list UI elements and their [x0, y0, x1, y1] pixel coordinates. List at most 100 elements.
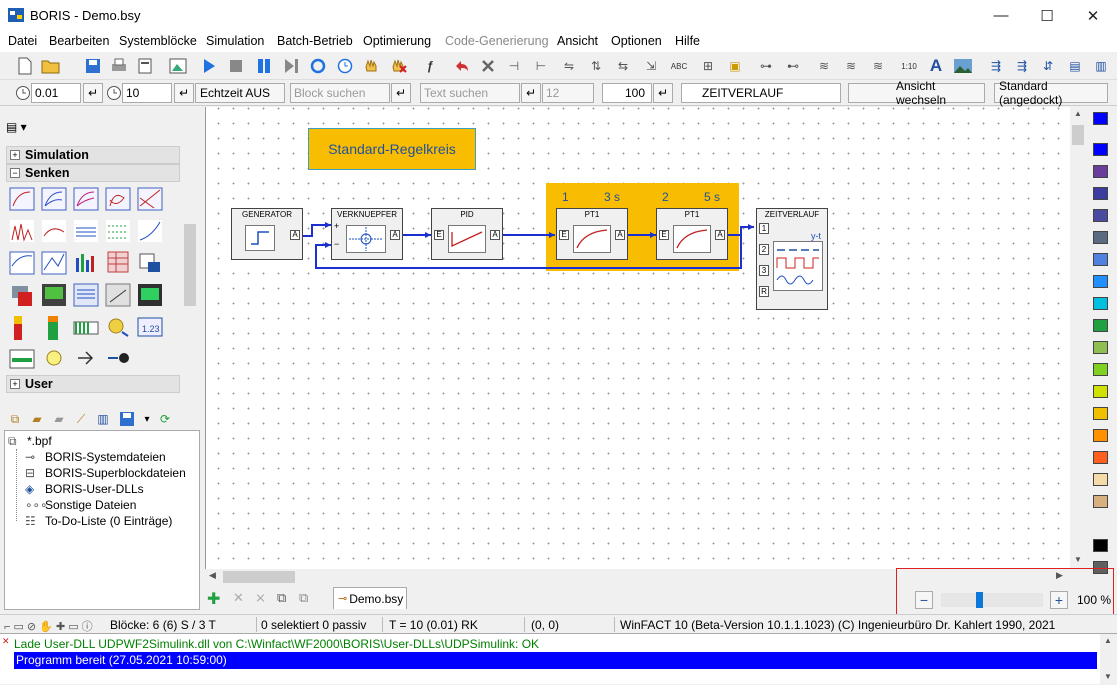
- log-line-selected[interactable]: Programm bereit (27.05.2021 10:59:00): [14, 652, 1097, 669]
- color-swatch[interactable]: [1093, 275, 1108, 288]
- font-size-select[interactable]: 12: [542, 83, 594, 103]
- color-swatch[interactable]: [1093, 539, 1108, 552]
- color-swatch[interactable]: [1093, 165, 1108, 178]
- layout-button[interactable]: Standard (angedockt): [994, 79, 1108, 107]
- zoom-slider-thumb[interactable]: [976, 592, 983, 608]
- port-output[interactable]: A: [290, 230, 300, 240]
- tool-icon[interactable]: ⇶: [1016, 59, 1028, 73]
- category-user[interactable]: + User: [6, 375, 180, 393]
- menu-bearbeiten[interactable]: Bearbeiten: [49, 34, 110, 48]
- tool-icon[interactable]: ≋: [818, 59, 830, 73]
- tool-icon[interactable]: ▥: [1095, 59, 1107, 73]
- close-all-tabs-icon[interactable]: ⨯: [255, 590, 266, 605]
- color-swatch[interactable]: [1093, 231, 1108, 244]
- tool-icon[interactable]: ⊶: [760, 59, 772, 73]
- chevron-down-icon[interactable]: ▾: [144, 413, 150, 425]
- category-simulation[interactable]: + Simulation: [6, 146, 180, 164]
- log-close-icon[interactable]: ✕: [2, 636, 10, 646]
- stop-icon[interactable]: [225, 55, 247, 77]
- port-input-1[interactable]: 1: [759, 223, 769, 234]
- play-icon[interactable]: [198, 55, 220, 77]
- menu-systembloecke[interactable]: Systemblöcke: [119, 34, 197, 48]
- color-swatch[interactable]: [1093, 319, 1108, 332]
- folder-icon[interactable]: ▰: [54, 412, 64, 426]
- realtime-toggle[interactable]: Echtzeit AUS: [195, 83, 285, 103]
- color-swatch[interactable]: [1093, 187, 1108, 200]
- block-pt1-first[interactable]: PT1 E A: [556, 208, 628, 260]
- block-pt1-second[interactable]: PT1 E A: [656, 208, 728, 260]
- add-tab-icon[interactable]: ✚: [207, 591, 221, 608]
- port-output[interactable]: A: [390, 230, 400, 240]
- tree-item-sonstige[interactable]: ∘∘∘Sonstige Dateien: [25, 498, 137, 512]
- tool-icon[interactable]: ≋: [845, 59, 857, 73]
- new-file-icon[interactable]: [14, 55, 36, 77]
- color-swatch[interactable]: [1093, 473, 1108, 486]
- color-swatch[interactable]: [1093, 143, 1108, 156]
- refresh-icon[interactable]: [307, 55, 329, 77]
- tool-icon[interactable]: ▣: [729, 59, 741, 73]
- menu-batch-betrieb[interactable]: Batch-Betrieb: [277, 34, 353, 48]
- apply-end-button[interactable]: ↵: [174, 83, 194, 103]
- tool-icon[interactable]: ⊞: [702, 59, 714, 73]
- tool-icon[interactable]: ⇲: [645, 59, 657, 73]
- minimize-icon[interactable]: —: [993, 7, 1009, 24]
- new-project-icon[interactable]: ⧉: [10, 411, 20, 426]
- color-swatch[interactable]: [1093, 561, 1108, 574]
- block-generator[interactable]: GENERATOR A: [231, 208, 303, 260]
- scale-icon[interactable]: 1:10: [901, 61, 917, 71]
- compare-icon[interactable]: ▥: [97, 412, 109, 426]
- open-folder-icon[interactable]: [40, 55, 62, 77]
- clock-icon[interactable]: [334, 55, 356, 77]
- color-swatch[interactable]: [1093, 209, 1108, 222]
- port-input[interactable]: E: [659, 230, 669, 240]
- apply-step-button[interactable]: ↵: [83, 83, 103, 103]
- save-project-icon[interactable]: [116, 408, 138, 430]
- tool-icon[interactable]: ≋: [872, 59, 884, 73]
- tool-icon[interactable]: ⇶: [990, 59, 1002, 73]
- menu-optionen[interactable]: Optionen: [611, 34, 662, 48]
- tool-icon[interactable]: ⇋: [563, 59, 575, 73]
- folder-icon[interactable]: ▰: [32, 412, 42, 426]
- close-icon[interactable]: ✕: [1086, 7, 1100, 25]
- properties-icon[interactable]: [134, 55, 156, 77]
- port-input[interactable]: E: [559, 230, 569, 240]
- port-output[interactable]: A: [715, 230, 725, 240]
- function-icon[interactable]: ƒ: [426, 59, 434, 73]
- step-size-input[interactable]: 0.01: [31, 83, 81, 103]
- wand-icon[interactable]: ⟋: [76, 411, 86, 426]
- diagram-canvas[interactable]: Standard-Regelkreis 1 3 s 2 5 s GENERATO…: [205, 107, 1085, 569]
- color-swatch[interactable]: [1093, 429, 1108, 442]
- color-swatch[interactable]: [1093, 112, 1108, 125]
- color-swatch[interactable]: [1093, 363, 1108, 376]
- delete-icon[interactable]: [477, 55, 499, 77]
- cascade-icon[interactable]: ⧉: [299, 590, 309, 605]
- port-output[interactable]: A: [490, 230, 500, 240]
- image-icon[interactable]: [952, 55, 974, 77]
- close-tab-icon[interactable]: ✕: [233, 590, 244, 605]
- port-input-2[interactable]: 2: [759, 244, 769, 255]
- color-swatch[interactable]: [1093, 495, 1108, 508]
- switch-view-button[interactable]: Ansicht wechseln: [848, 79, 985, 107]
- menu-datei[interactable]: Datei: [8, 34, 38, 48]
- port-input[interactable]: E: [434, 230, 444, 240]
- tab-demo[interactable]: ⊸ Demo.bsy: [333, 587, 407, 609]
- save-icon[interactable]: [82, 55, 104, 77]
- menu-optimierung[interactable]: Optimierung: [363, 34, 432, 48]
- color-swatch[interactable]: [1093, 297, 1108, 310]
- project-root[interactable]: *.bpf: [27, 434, 52, 448]
- zoom-out-button[interactable]: −: [915, 591, 933, 609]
- tool-icon[interactable]: ⊷: [787, 59, 799, 73]
- font-icon[interactable]: A: [929, 56, 943, 75]
- block-verknuepfer[interactable]: VERKNUEPFER + − A: [331, 208, 403, 260]
- port-output[interactable]: A: [615, 230, 625, 240]
- maximize-icon[interactable]: ☐: [1040, 7, 1054, 25]
- block-zeitverlauf[interactable]: ZEITVERLAUF 1 2 3 R y-t: [756, 208, 828, 310]
- block-pid[interactable]: PID E A: [431, 208, 503, 260]
- block-search-input[interactable]: Block suchen: [290, 83, 390, 103]
- view-menu-icon[interactable]: ▤ ▾: [6, 120, 27, 134]
- tool-icon[interactable]: ⇅: [590, 59, 602, 73]
- menu-simulation[interactable]: Simulation: [206, 34, 265, 48]
- step-icon[interactable]: [280, 55, 302, 77]
- color-swatch[interactable]: [1093, 451, 1108, 464]
- undo-icon[interactable]: [450, 55, 472, 77]
